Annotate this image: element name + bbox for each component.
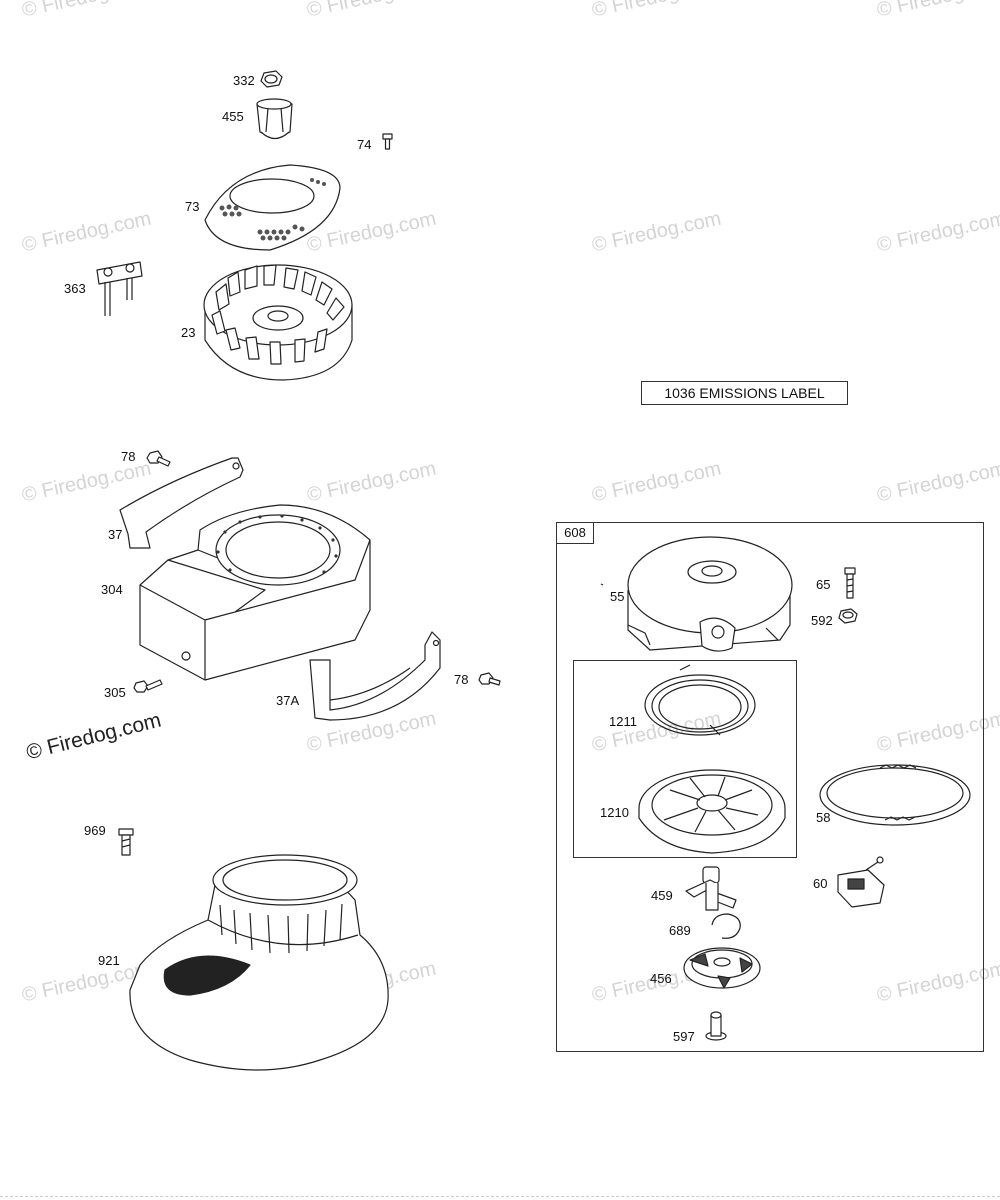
part-label-78-left: 78 bbox=[121, 449, 136, 464]
screen-73 bbox=[204, 164, 341, 251]
bolt-65 bbox=[844, 567, 856, 599]
starter-kit-box bbox=[556, 522, 984, 1052]
part-label-304: 304 bbox=[101, 582, 123, 597]
part-label-363: 363 bbox=[64, 281, 86, 296]
blower-housing-304 bbox=[139, 504, 371, 681]
part-label-23: 23 bbox=[181, 325, 196, 340]
part-label-332: 332 bbox=[233, 73, 255, 88]
baffle-37a bbox=[309, 631, 441, 721]
part-label-37: 37 bbox=[108, 527, 123, 542]
screw-597 bbox=[705, 1011, 727, 1041]
part-label-58: 58 bbox=[816, 810, 831, 825]
part-label-65: 65 bbox=[816, 577, 831, 592]
kit-label: 608 bbox=[556, 522, 594, 544]
part-label-455: 455 bbox=[222, 109, 244, 124]
dog-459 bbox=[685, 866, 737, 911]
part-label-597: 597 bbox=[673, 1029, 695, 1044]
nut-592 bbox=[838, 608, 858, 624]
bolt-78-left bbox=[146, 450, 171, 467]
part-label-74: 74 bbox=[357, 137, 372, 152]
cup-455 bbox=[256, 98, 293, 140]
screw-305 bbox=[133, 679, 163, 693]
part-label-1210: 1210 bbox=[600, 805, 629, 820]
emissions-label: 1036 EMISSIONS LABEL bbox=[641, 381, 848, 405]
part-label-456: 456 bbox=[650, 971, 672, 986]
starter-housing-55 bbox=[627, 536, 793, 652]
part-label-305: 305 bbox=[104, 685, 126, 700]
rewind-cover-921 bbox=[129, 854, 389, 1071]
part-label-73: 73 bbox=[185, 199, 200, 214]
rope-58 bbox=[819, 764, 971, 826]
screw-969 bbox=[118, 828, 134, 856]
pulley-assembly-box bbox=[573, 660, 797, 858]
bracket-363 bbox=[96, 261, 143, 316]
part-label-60: 60 bbox=[813, 876, 828, 891]
part-label-1211: 1211 bbox=[609, 714, 637, 729]
part-label-689: 689 bbox=[669, 923, 691, 938]
ratchet-456 bbox=[683, 947, 761, 989]
retainer-689 bbox=[711, 913, 741, 939]
part-label-37a: 37A bbox=[276, 693, 300, 708]
flywheel-23 bbox=[203, 264, 353, 381]
part-label-969: 969 bbox=[84, 823, 106, 838]
part-label-921: 921 bbox=[98, 953, 120, 968]
page-footer-rule bbox=[0, 1196, 1000, 1197]
baffle-37 bbox=[119, 457, 244, 549]
bolt-78-right bbox=[478, 672, 501, 686]
part-label-78-right: 78 bbox=[454, 672, 469, 687]
spring-1211 bbox=[644, 664, 756, 736]
part-label-592: 592 bbox=[811, 613, 833, 628]
screw-74 bbox=[382, 133, 393, 150]
part-label-459: 459 bbox=[651, 888, 673, 903]
nut-332 bbox=[260, 70, 283, 88]
pulley-1210 bbox=[638, 769, 786, 854]
handle-60 bbox=[837, 856, 885, 908]
part-label-55: 55 bbox=[610, 589, 625, 604]
